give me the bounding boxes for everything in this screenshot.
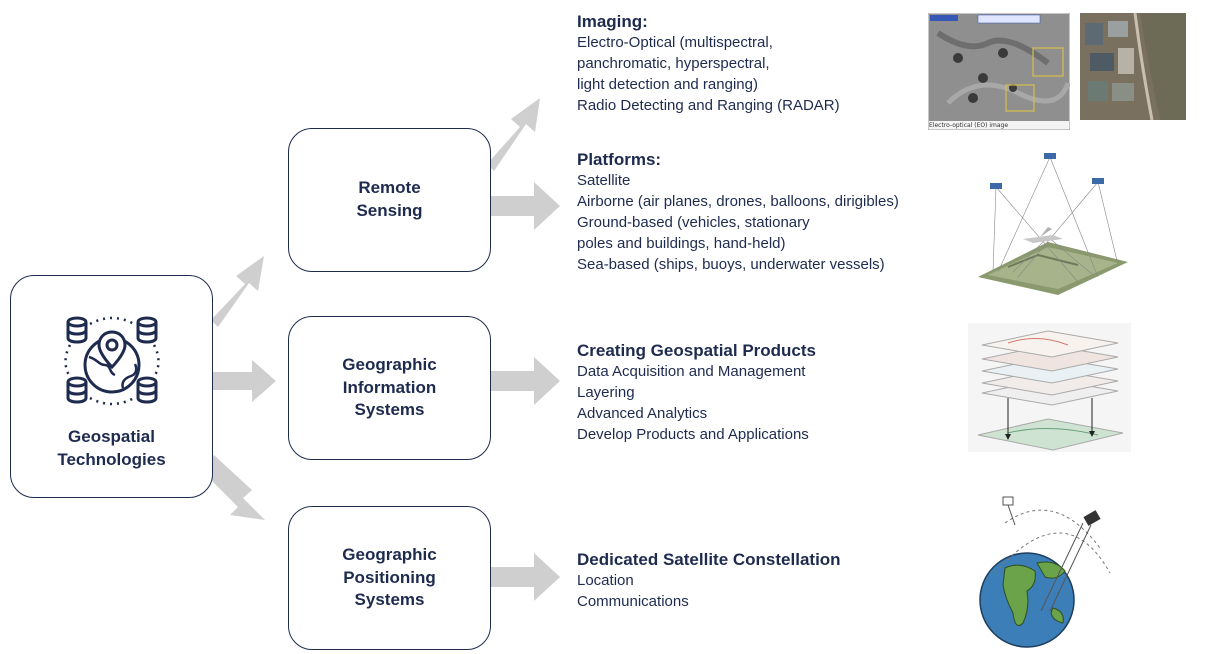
arrow-geo-to-gps xyxy=(204,455,265,520)
gis-label: Geographic Information Systems xyxy=(342,354,437,420)
geospatial-globe-icon xyxy=(63,316,160,406)
gis-box: Geographic Information Systems xyxy=(288,316,491,460)
platforms-line: Satellite xyxy=(577,172,631,189)
geospatial-products-line: Layering xyxy=(577,384,635,401)
gps-box: Geographic Positioning Systems xyxy=(288,506,491,650)
geospatial-technologies-label: Geospatial Technologies xyxy=(57,427,166,469)
geospatial-products-block: Creating Geospatial Products Data Acquis… xyxy=(577,341,816,445)
satellite-constellation-block: Dedicated Satellite Constellation Locati… xyxy=(577,550,841,612)
imaging-line: Radio Detecting and Ranging (RADAR) xyxy=(577,97,840,114)
satellite-constellation-heading: Dedicated Satellite Constellation xyxy=(577,550,841,569)
platforms-line: Sea-based (ships, buoys, underwater vess… xyxy=(577,256,885,273)
aerial-city-photo xyxy=(1080,13,1186,120)
imaging-line: panchromatic, hyperspectral, xyxy=(577,55,770,72)
remote-sensing-box: Remote Sensing xyxy=(288,128,491,272)
gps-satellite-globe-illustration xyxy=(979,496,1111,648)
arrow-geo-to-rs xyxy=(211,256,264,327)
platforms-block: Platforms: Satellite Airborne (air plane… xyxy=(577,150,899,275)
platforms-line: Airborne (air planes, drones, balloons, … xyxy=(577,193,899,210)
platforms-line: Ground-based (vehicles, stationary xyxy=(577,214,810,231)
arrow-gps-to-constellation xyxy=(491,553,560,601)
arrow-gis-to-products xyxy=(491,357,560,405)
geospatial-products-line: Data Acquisition and Management xyxy=(577,363,806,380)
remote-sensing-platforms-illustration xyxy=(978,153,1128,295)
geospatial-products-line: Develop Products and Applications xyxy=(577,426,809,443)
platforms-heading: Platforms: xyxy=(577,150,662,169)
imaging-line: light detection and ranging) xyxy=(577,76,758,93)
eo-image-caption: Electro-optical (EO) image xyxy=(929,122,1009,129)
platforms-line: poles and buildings, hand-held) xyxy=(577,235,786,252)
electro-optical-image xyxy=(928,13,1070,130)
imaging-heading: Imaging: xyxy=(577,12,648,31)
gis-layers-illustration xyxy=(968,323,1131,452)
remote-sensing-label: Remote Sensing xyxy=(356,178,423,220)
imaging-block: Imaging: Electro-Optical (multispectral,… xyxy=(577,12,840,116)
geospatial-products-line: Advanced Analytics xyxy=(577,405,708,422)
geospatial-products-heading: Creating Geospatial Products xyxy=(577,341,816,360)
imaging-line: Electro-Optical (multispectral, xyxy=(577,34,773,51)
arrow-rs-to-platforms xyxy=(491,182,560,230)
arrow-geo-to-gis xyxy=(213,360,276,402)
geospatial-technologies-box: Geospatial Technologies xyxy=(10,275,213,498)
gps-label: Geographic Positioning Systems xyxy=(342,544,437,610)
satellite-constellation-line: Location xyxy=(577,572,634,589)
arrow-rs-to-imaging xyxy=(487,98,540,171)
satellite-constellation-line: Communications xyxy=(577,593,689,610)
